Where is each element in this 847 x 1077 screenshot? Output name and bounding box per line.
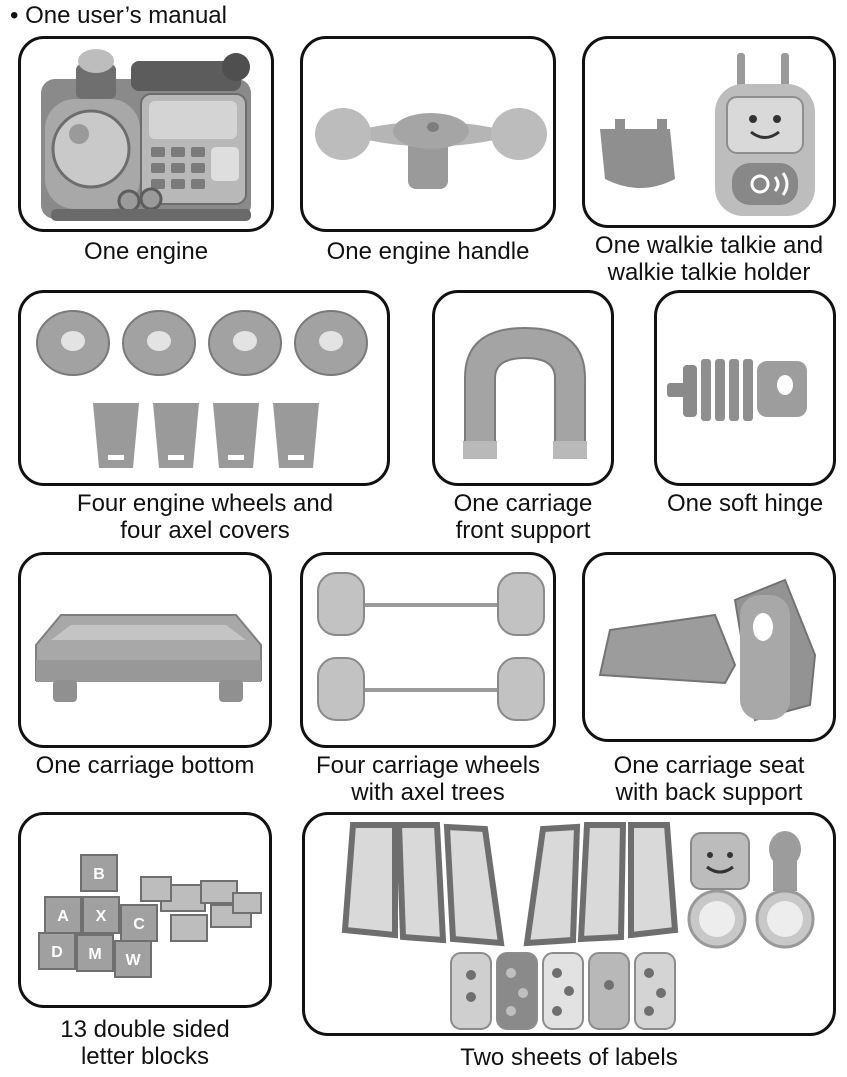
caption-carriage-seat: One carriage seat with back support <box>572 752 846 806</box>
letter-blocks-illustration: B A X C D M W <box>38 854 262 978</box>
caption-carriage-bottom: One carriage bottom <box>8 752 282 779</box>
engine-panel <box>18 36 274 232</box>
header-text: One user’s manual <box>25 2 227 29</box>
caption-carriage-wheels: Four carriage wheels with axel trees <box>290 752 566 806</box>
caption-line: One soft hinge <box>666 490 824 517</box>
caption-engine: One engine <box>18 238 274 265</box>
caption-line: One engine <box>83 238 209 265</box>
carriage-wheels-panel <box>300 552 556 748</box>
carriage-bottom-illustration <box>35 614 262 702</box>
block-letter: A <box>57 908 69 925</box>
engine-illustration <box>41 49 251 221</box>
caption-line: One carriage bottom <box>35 752 255 779</box>
front-support-panel <box>432 290 614 486</box>
manual-item-header: • One user’s manual <box>10 2 227 30</box>
caption-line: with axel trees <box>351 779 505 806</box>
caption-letter-blocks: 13 double sided letter blocks <box>8 1016 282 1070</box>
carriage-seat-illustration <box>598 578 817 722</box>
soft-hinge-panel <box>654 290 836 486</box>
label-sheets-illustration <box>341 822 815 1030</box>
label-sheets-panel <box>302 812 836 1036</box>
walkie-talkie-panel <box>582 36 836 228</box>
caption-line: walkie talkie holder <box>607 259 811 286</box>
walkie-talkie-illustration <box>600 53 815 216</box>
caption-line: One walkie talkie and <box>594 232 824 259</box>
caption-line: One carriage seat <box>613 752 805 779</box>
engine-handle-illustration <box>315 108 547 189</box>
caption-soft-hinge: One soft hinge <box>640 490 847 517</box>
engine-handle-panel <box>300 36 556 232</box>
block-letter: C <box>133 916 145 933</box>
front-support-illustration <box>463 326 587 459</box>
engine-wheels-panel <box>18 290 390 486</box>
carriage-bottom-panel <box>18 552 272 748</box>
caption-line: with back support <box>615 779 803 806</box>
carriage-seat-panel <box>582 552 836 742</box>
bullet: • <box>10 2 19 29</box>
soft-hinge-illustration <box>667 359 807 421</box>
letter-blocks-panel: B A X C D M W <box>18 812 272 1008</box>
engine-wheels-illustration <box>36 310 368 468</box>
block-letter: B <box>93 866 105 883</box>
caption-front-support: One carriage front support <box>422 490 624 544</box>
caption-line: letter blocks <box>80 1043 210 1070</box>
caption-line: One carriage <box>453 490 593 517</box>
caption-walkie-talkie: One walkie talkie and walkie talkie hold… <box>572 232 846 286</box>
caption-line: four axel covers <box>120 517 290 544</box>
caption-engine-wheels: Four engine wheels and four axel covers <box>10 490 400 544</box>
caption-label-sheets: Two sheets of labels <box>302 1044 836 1071</box>
block-letter: M <box>88 946 101 963</box>
caption-line: Two sheets of labels <box>460 1044 678 1071</box>
caption-line: Four carriage wheels <box>315 752 541 779</box>
block-letter: W <box>125 952 141 969</box>
block-letter: X <box>96 908 107 925</box>
carriage-wheels-illustration <box>317 572 545 721</box>
caption-line: One engine handle <box>326 238 530 265</box>
caption-line: 13 double sided <box>60 1016 230 1043</box>
caption-line: Four engine wheels and <box>76 490 334 517</box>
caption-line: front support <box>455 517 591 544</box>
caption-engine-handle: One engine handle <box>290 238 566 265</box>
block-letter: D <box>51 944 63 961</box>
